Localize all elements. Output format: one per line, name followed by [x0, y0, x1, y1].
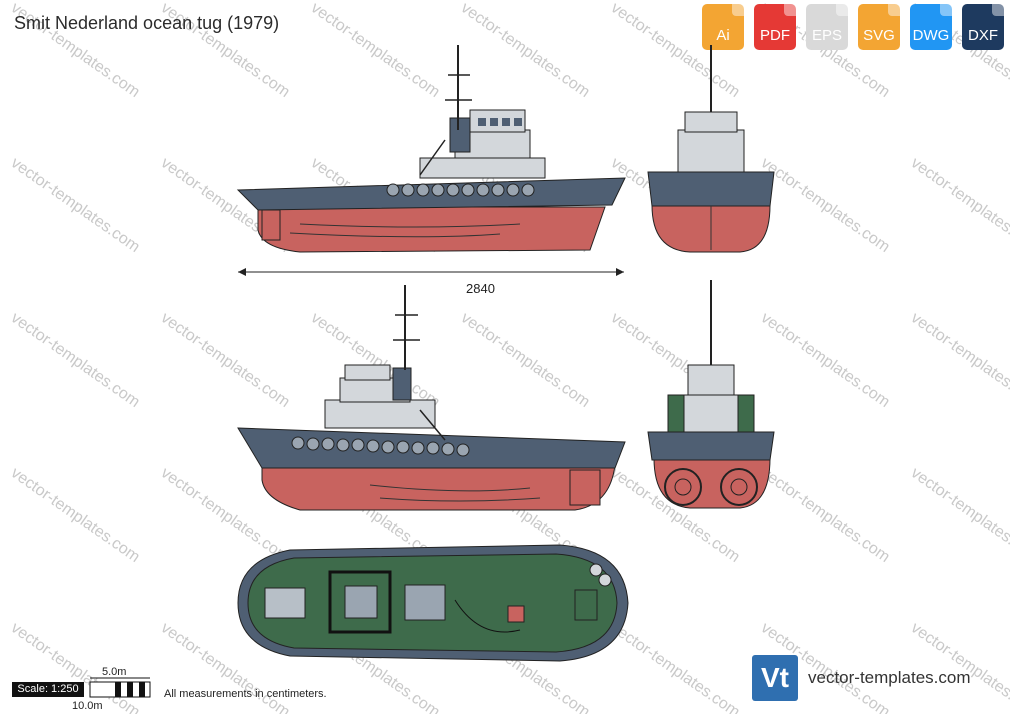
ai-format-label: Ai	[716, 27, 730, 44]
rear-view	[647, 280, 775, 509]
eps-file-icon[interactable]: EPS	[806, 4, 848, 50]
scale-five-label: 5.0m	[102, 666, 127, 678]
front-view	[647, 45, 775, 253]
page-title: Smit Nederland ocean tug (1979)	[14, 13, 280, 33]
scale-ten-label: 10.0m	[72, 700, 103, 712]
measurement-note: All measurements in centimeters.	[164, 688, 327, 700]
scale-bar	[89, 677, 151, 698]
svg-format-label: SVG	[863, 27, 895, 44]
pdf-file-icon[interactable]: PDF	[754, 4, 796, 50]
vt-logo-icon: Vt	[752, 655, 798, 701]
ai-file-icon[interactable]: Ai	[702, 4, 744, 50]
format-icons: Ai PDF EPS SVG DWG DXF	[702, 4, 1004, 50]
dwg-file-icon[interactable]: DWG	[910, 4, 952, 50]
length-dimension-line	[238, 268, 624, 276]
eps-format-label: EPS	[811, 27, 842, 44]
svg-file-icon[interactable]: SVG	[858, 4, 900, 50]
scale-label: Scale: 1:250	[12, 682, 84, 697]
side-view-middle	[237, 285, 626, 511]
side-view-top	[236, 45, 626, 253]
dxf-file-icon[interactable]: DXF	[962, 4, 1004, 50]
brand-block[interactable]: Vt vector-templates.com	[752, 655, 971, 701]
dxf-format-label: DXF	[968, 27, 998, 44]
dwg-format-label: DWG	[912, 27, 950, 44]
brand-site-text: vector-templates.com	[808, 668, 971, 687]
length-dimension-label: 2840	[466, 281, 495, 296]
pdf-format-label: PDF	[760, 27, 790, 44]
deck-plan-view	[237, 544, 629, 662]
